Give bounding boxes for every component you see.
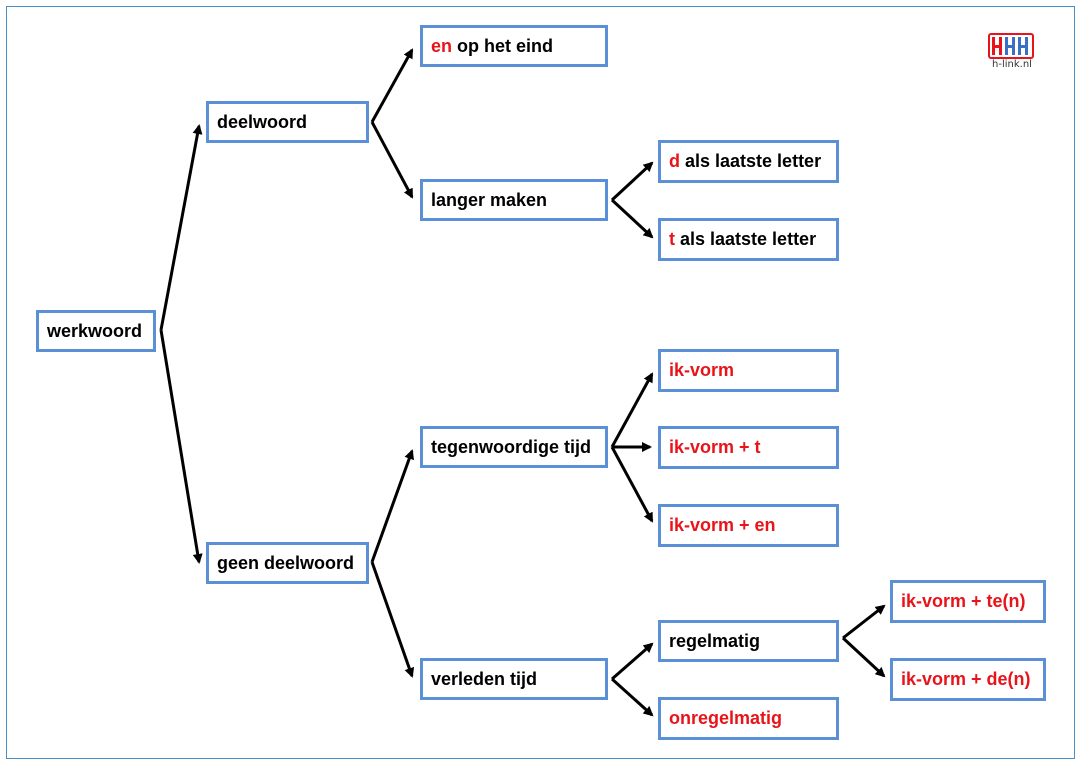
node-ik-vorm-label: ik-vorm — [669, 360, 735, 380]
node-t-als-laatste-letter: t als laatste letter — [658, 218, 839, 261]
h-link-logo: h-link.nl — [986, 33, 1038, 73]
arrow-regelmatig-te — [842, 604, 886, 640]
node-langer-maken: langer maken — [420, 179, 608, 221]
arrow-werkwoord-deelwoord — [159, 124, 203, 331]
arrow-verleden-onregelmatig — [610, 677, 654, 717]
node-t-rest: als laatste letter — [675, 229, 817, 249]
node-ik-vorm-de-n: ik-vorm + de(n) — [890, 658, 1046, 701]
node-regelmatig: regelmatig — [658, 620, 839, 662]
node-werkwoord-label: werkwoord — [47, 320, 143, 341]
node-d-als-laatste-letter: d als laatste letter — [658, 140, 839, 183]
diagram-frame — [6, 6, 1075, 759]
node-ik-vorm-en: ik-vorm + en — [658, 504, 839, 547]
node-ik-vorm-en-label: ik-vorm + en — [669, 515, 776, 535]
arrow-deelwoord-en — [370, 48, 414, 123]
node-d-rest: als laatste letter — [680, 151, 822, 171]
node-d-red: d — [669, 151, 680, 171]
node-deelwoord-label: deelwoord — [217, 111, 308, 132]
node-tegenwoordige-tijd: tegenwoordige tijd — [420, 426, 608, 468]
node-langer-maken-label: langer maken — [431, 189, 548, 210]
node-regelmatig-label: regelmatig — [669, 630, 761, 651]
node-ik-vorm-de-n-label: ik-vorm + de(n) — [901, 669, 1031, 689]
node-verleden-tijd: verleden tijd — [420, 658, 608, 700]
arrow-deelwoord-langer — [370, 121, 414, 199]
arrow-tegenwoordige-ikvorm — [610, 372, 654, 448]
node-verleden-tijd-label: verleden tijd — [431, 668, 538, 689]
node-geen-deelwoord: geen deelwoord — [206, 542, 369, 584]
node-tegenwoordige-tijd-label: tegenwoordige tijd — [431, 436, 591, 457]
node-ik-vorm-t: ik-vorm + t — [658, 426, 839, 469]
node-geen-deelwoord-label: geen deelwoord — [217, 552, 355, 573]
node-en-rest: op het eind — [452, 35, 554, 56]
node-werkwoord: werkwoord — [36, 310, 156, 352]
arrow-langer-d — [610, 161, 654, 202]
node-deelwoord: deelwoord — [206, 101, 369, 143]
arrow-geen-verleden — [370, 561, 415, 678]
arrow-langer-t — [610, 198, 654, 239]
arrow-verleden-regelmatig — [611, 642, 654, 681]
hhh-logo-icon — [992, 37, 1028, 55]
node-en-op-het-eind: en op het eind — [420, 25, 608, 67]
h-link-logo-mark — [988, 33, 1034, 59]
arrow-werkwoord-geen-deelwoord — [159, 329, 203, 564]
node-onregelmatig: onregelmatig — [658, 697, 839, 740]
node-t-red: t — [669, 229, 675, 249]
h-link-logo-text: h-link.nl — [992, 59, 1032, 70]
node-ik-vorm-te-n-label: ik-vorm + te(n) — [901, 591, 1026, 611]
arrow-regelmatig-de — [841, 636, 886, 678]
arrow-tegenwoordige-ikvorm-en — [610, 446, 654, 523]
node-ik-vorm-te-n: ik-vorm + te(n) — [890, 580, 1046, 623]
node-ik-vorm: ik-vorm — [658, 349, 839, 392]
node-ik-vorm-t-label: ik-vorm + t — [669, 437, 761, 457]
node-en-red: en — [431, 35, 453, 56]
node-onregelmatig-label: onregelmatig — [669, 708, 783, 728]
arrow-geen-tegenwoordige — [370, 449, 414, 563]
